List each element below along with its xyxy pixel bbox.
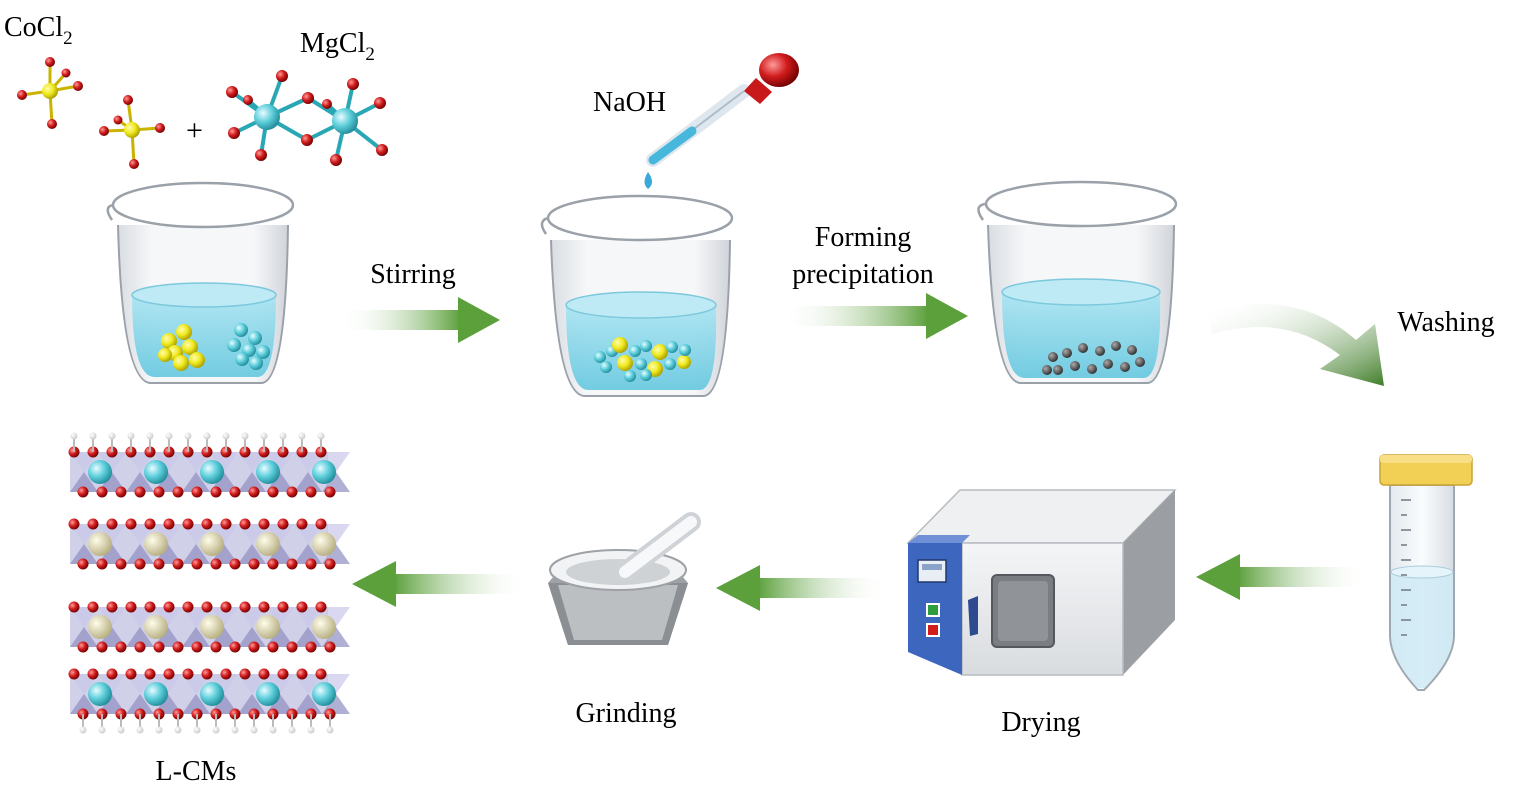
- label-naoh: NaOH: [593, 87, 666, 118]
- arrow-forming: [780, 293, 968, 339]
- cocl2-molecule-2: [99, 95, 165, 169]
- beaker-precipitate: [977, 180, 1178, 384]
- arrow-washing: [1208, 303, 1384, 386]
- label-forming: Forming: [815, 222, 911, 253]
- label-product: L-CMs: [156, 756, 237, 787]
- beaker-naoh: [540, 194, 734, 397]
- cobalt-particles: [158, 324, 205, 371]
- mixed-particles: [594, 337, 691, 382]
- dropper-icon: [644, 53, 799, 189]
- label-mgcl2: MgCl2: [300, 28, 375, 65]
- arrow-to-grinding: [716, 565, 888, 611]
- drying-oven: [906, 489, 1177, 676]
- label-washing: Washing: [1397, 307, 1494, 338]
- label-stirring: Stirring: [370, 259, 456, 290]
- magnesium-particles: [227, 323, 270, 370]
- label-plus: +: [186, 114, 203, 147]
- arrow-stirring: [340, 297, 500, 343]
- centrifuge-tube: [1379, 454, 1473, 691]
- beaker-mixing: [106, 181, 295, 384]
- label-drying: Drying: [1001, 707, 1080, 738]
- precipitate-particles: [1042, 341, 1145, 375]
- mortar-and-pestle-icon: [548, 512, 701, 645]
- label-precipitation: precipitation: [792, 259, 934, 290]
- mgcl2-molecule: [226, 70, 388, 166]
- layered-structure: [68, 432, 350, 734]
- label-cocl2: CoCl2: [4, 12, 73, 49]
- arrow-to-product: [352, 561, 528, 607]
- arrow-to-drying: [1196, 554, 1366, 600]
- label-grinding: Grinding: [575, 698, 676, 729]
- cocl2-molecule-1: [17, 57, 83, 129]
